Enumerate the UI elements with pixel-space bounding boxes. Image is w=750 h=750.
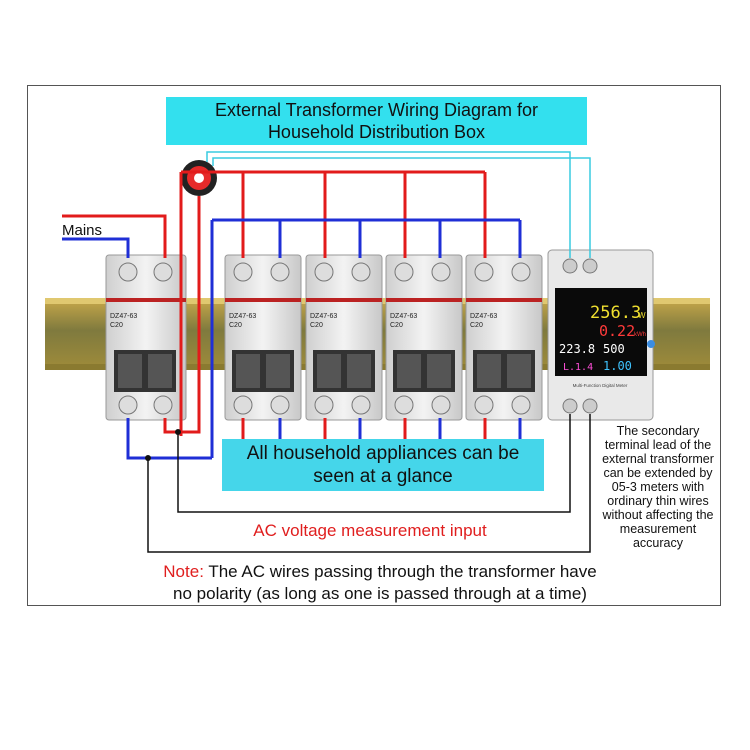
side-note-line: terminal lead of the bbox=[604, 438, 712, 452]
meter-voltage: 223.8 bbox=[559, 342, 595, 356]
side-note-line: accuracy bbox=[632, 536, 684, 550]
branch-breaker-rating: C20 bbox=[310, 322, 323, 329]
note-line-2: no polarity (as long as one is passed th… bbox=[173, 584, 587, 603]
side-note-line: measurement bbox=[619, 522, 697, 536]
junction-dot-1 bbox=[145, 455, 151, 461]
side-note-line: The secondary bbox=[616, 424, 700, 438]
branch-breaker-rating: C20 bbox=[390, 322, 403, 329]
main-blue-out bbox=[126, 418, 212, 460]
branch-breaker-model: DZ47-63 bbox=[229, 313, 256, 320]
measurement-wires bbox=[147, 414, 591, 553]
meter-power-unit: W bbox=[638, 311, 646, 320]
branch-breaker-rating: C20 bbox=[470, 322, 483, 329]
note-prefix: Note: bbox=[163, 562, 204, 581]
side-note-line: can be extended by bbox=[603, 466, 713, 480]
branch-outputs bbox=[241, 418, 487, 442]
digital-meter bbox=[547, 249, 655, 421]
note-line-1: Note: The AC wires passing through the t… bbox=[60, 562, 700, 582]
branch-breaker-model: DZ47-63 bbox=[310, 313, 337, 320]
current-transformer bbox=[181, 160, 217, 196]
main-breaker-model: DZ47-63 bbox=[110, 313, 137, 320]
side-note-line: without affecting the bbox=[602, 508, 714, 522]
side-note-line: external transformer bbox=[602, 452, 714, 466]
red-bus-top bbox=[219, 170, 487, 258]
note-text-1: The AC wires passing through the transfo… bbox=[203, 562, 597, 581]
main-breaker-rating: C20 bbox=[110, 322, 123, 329]
branch-breaker-model: DZ47-63 bbox=[390, 313, 417, 320]
blue-bus-top bbox=[210, 218, 522, 458]
mains-blue-wire bbox=[62, 237, 130, 258]
appliances-line-2: seen at a glance bbox=[313, 466, 453, 487]
mains-label: Mains bbox=[62, 222, 103, 239]
meter-footer: Multi-Function Digital Meter bbox=[573, 383, 628, 388]
ac-input-label: AC voltage measurement input bbox=[253, 521, 487, 540]
side-note: The secondary terminal lead of the exter… bbox=[590, 424, 726, 550]
appliances-line-1: All household appliances can be bbox=[246, 443, 520, 464]
meter-current: 500 bbox=[603, 342, 625, 356]
title-line-1: External Transformer Wiring Diagram for bbox=[214, 100, 539, 120]
title-line-2: Household Distribution Box bbox=[267, 122, 486, 142]
side-note-line: ordinary thin wires bbox=[607, 494, 709, 508]
meter-frequency: L.1.4 bbox=[563, 362, 593, 373]
branch-breaker-model: DZ47-63 bbox=[470, 313, 497, 320]
junction-dot-2 bbox=[175, 429, 181, 435]
wires bbox=[62, 151, 591, 460]
main-breaker bbox=[105, 254, 187, 421]
meter-energy: 0.22 bbox=[599, 322, 635, 340]
title-box: External Transformer Wiring Diagram for … bbox=[166, 97, 587, 145]
side-note-line: 05-3 meters with bbox=[611, 480, 705, 494]
branch-outputs-blue bbox=[278, 418, 522, 442]
mains-red-wire bbox=[62, 214, 167, 258]
meter-energy-unit: kWh bbox=[634, 332, 646, 338]
appliances-box: All household appliances can be seen at … bbox=[222, 439, 544, 491]
ct-lead-1 bbox=[206, 151, 571, 258]
ct-lead-2 bbox=[212, 157, 591, 258]
meter-power: 256.3 bbox=[590, 303, 641, 323]
meter-pf: 1.00 bbox=[603, 359, 632, 373]
branch-breaker-rating: C20 bbox=[229, 322, 242, 329]
